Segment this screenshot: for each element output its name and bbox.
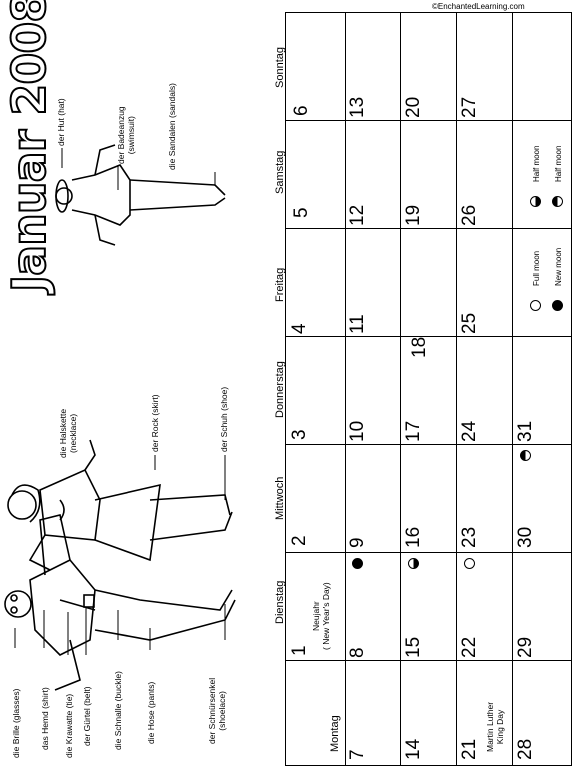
legend-half-moon-2: Half moon bbox=[554, 145, 563, 182]
weekday-sonntag: Sonntag bbox=[274, 47, 286, 88]
day-30: 30 bbox=[515, 526, 536, 548]
day-16: 16 bbox=[403, 526, 424, 548]
day-7: 7 bbox=[347, 749, 368, 760]
day-27: 27 bbox=[459, 96, 480, 118]
weekday-mittwoch: Mittwoch bbox=[274, 476, 286, 520]
label-rock: der Rock (skirt) bbox=[150, 394, 160, 452]
day-15: 15 bbox=[403, 636, 424, 658]
day-23: 23 bbox=[459, 526, 480, 548]
day-9: 9 bbox=[347, 537, 368, 548]
full-moon-icon bbox=[464, 558, 475, 569]
day-2: 2 bbox=[289, 535, 310, 546]
day-14: 14 bbox=[403, 738, 424, 760]
day-25: 25 bbox=[459, 312, 480, 334]
label-sandalen: die Sandalen (sandals) bbox=[167, 83, 177, 170]
day-21: 21 bbox=[459, 738, 480, 760]
day-31: 31 bbox=[515, 420, 536, 442]
label-schuh: der Schuh (shoe) bbox=[219, 386, 229, 452]
day-17: 17 bbox=[403, 420, 424, 442]
label-guertel: der Gürtel (belt) bbox=[82, 686, 92, 746]
day-6: 6 bbox=[291, 105, 312, 116]
day-3: 3 bbox=[289, 429, 310, 440]
legend-full-moon: Full moon bbox=[532, 250, 541, 286]
day-24: 24 bbox=[459, 420, 480, 442]
day-28: 28 bbox=[515, 738, 536, 760]
day-11: 11 bbox=[347, 314, 368, 334]
illustration-figures bbox=[4, 144, 236, 691]
day-1: 1 bbox=[289, 645, 310, 656]
legend-new-moon: New moon bbox=[554, 247, 563, 286]
weekday-montag: Montag bbox=[329, 715, 341, 752]
half-moon-icon bbox=[520, 450, 531, 461]
weekday-samstag: Samstag bbox=[274, 150, 286, 194]
day-18: 18 bbox=[409, 336, 430, 358]
day-26: 26 bbox=[459, 204, 480, 226]
label-hut: der Hut (hat) bbox=[56, 98, 66, 146]
label-halskette: die Halskette (necklace) bbox=[58, 408, 78, 458]
weekday-dienstag: Dienstag bbox=[274, 580, 286, 624]
full-moon-icon bbox=[530, 300, 541, 311]
label-schnuersenkel: der Schnürsenkel (shoelace) bbox=[207, 677, 227, 744]
day-10: 10 bbox=[347, 420, 368, 442]
label-krawatte: die Krawatte (tie) bbox=[64, 693, 74, 758]
half-moon-icon bbox=[552, 196, 563, 207]
copyright-text: ©EnchantedLearning.com bbox=[432, 2, 525, 11]
label-schnalle: die Schnalle (buckle) bbox=[113, 671, 123, 750]
holiday-neujahr: Neujahr ( New Year's Day) bbox=[311, 582, 331, 650]
new-moon-icon bbox=[552, 300, 563, 311]
new-moon-icon bbox=[352, 558, 363, 569]
day-13: 13 bbox=[347, 96, 368, 118]
weekday-donnerstag: Donnerstag bbox=[274, 361, 286, 418]
label-brille: die Brille (glasses) bbox=[11, 688, 21, 758]
day-29: 29 bbox=[515, 636, 536, 658]
weekday-freitag: Freitag bbox=[274, 267, 286, 302]
day-5: 5 bbox=[291, 207, 312, 218]
holiday-mlk: Martin Luther King Day bbox=[485, 701, 505, 752]
day-22: 22 bbox=[459, 636, 480, 658]
day-20: 20 bbox=[403, 96, 424, 118]
label-hose: die Hose (pants) bbox=[146, 681, 156, 744]
day-4: 4 bbox=[289, 323, 310, 334]
half-moon-icon bbox=[408, 558, 419, 569]
legend-half-moon-1: Half moon bbox=[532, 145, 541, 182]
day-19: 19 bbox=[403, 204, 424, 226]
day-12: 12 bbox=[347, 204, 368, 226]
label-hemd: das Hemd (shirt) bbox=[40, 687, 50, 750]
label-badeanzug: der Badeanzug (swimsuit) bbox=[116, 106, 136, 164]
day-8: 8 bbox=[347, 647, 368, 658]
half-moon-icon bbox=[530, 196, 541, 207]
